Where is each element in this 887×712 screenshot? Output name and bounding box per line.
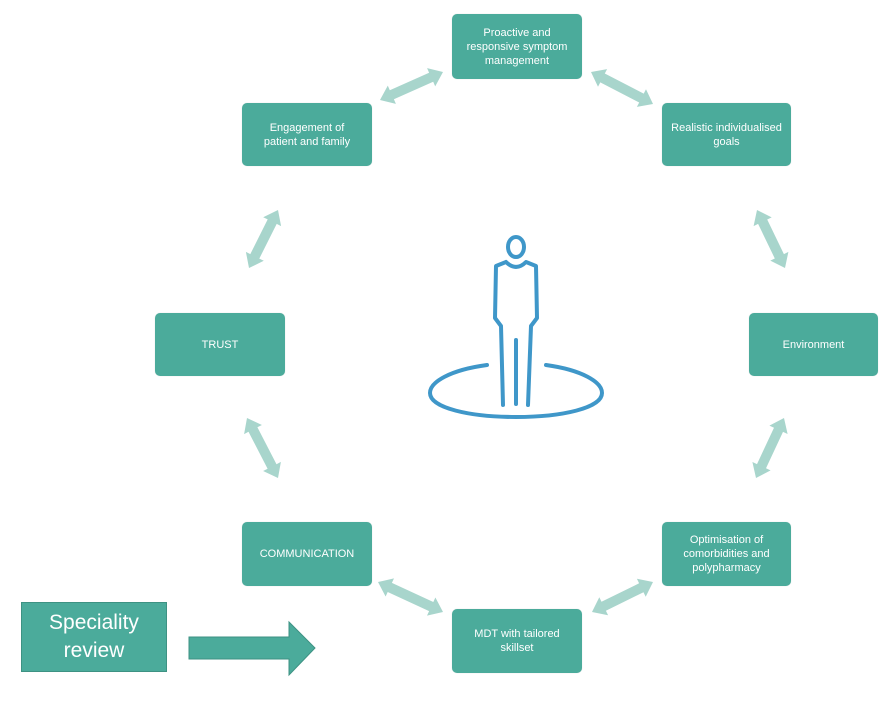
double-arrow-top-right-to-right xyxy=(753,210,789,268)
node-patient-engagement: Engagement of patient and family xyxy=(242,103,372,166)
node-label: MDT with tailored skillset xyxy=(474,628,560,654)
node-trust: TRUST xyxy=(155,313,285,376)
node-label: Proactive and responsive symptom managem… xyxy=(466,26,568,67)
node-label: COMMUNICATION xyxy=(259,548,355,560)
node-label: Environment xyxy=(782,338,845,351)
person-in-circle-icon xyxy=(428,235,604,419)
node-label: Realistic individualised goals xyxy=(671,121,782,148)
double-arrow-bottom-right-to-bottom xyxy=(592,578,653,616)
node-environment: Environment xyxy=(749,313,878,376)
double-arrow-left-to-top-left xyxy=(245,210,282,268)
node-communication: COMMUNICATION xyxy=(242,522,372,586)
double-arrow-right-to-bottom-right xyxy=(752,418,788,478)
double-arrow-bottom-to-bottom-left xyxy=(378,578,443,616)
speciality-review-label: Speciality review xyxy=(49,611,139,662)
node-label: Engagement of patient and family xyxy=(263,121,351,148)
double-arrow-top-left-to-top xyxy=(380,68,443,104)
node-mdt: MDT with tailored skillset xyxy=(452,609,582,673)
body-outline xyxy=(493,260,539,407)
speciality-review-box: Speciality review xyxy=(21,602,167,672)
ground-ellipse-left-arc xyxy=(428,363,604,419)
node-label: TRUST xyxy=(201,338,239,351)
head xyxy=(506,235,526,259)
node-symptom-management: Proactive and responsive symptom managem… xyxy=(452,14,582,79)
double-arrow-bottom-left-to-left xyxy=(244,418,281,478)
node-individualised-goals: Realistic individualised goals xyxy=(662,103,791,166)
double-arrow-top-to-top-right xyxy=(591,69,653,107)
node-comorbidities: Optimisation of comorbidities and polyph… xyxy=(662,522,791,586)
speciality-arrow xyxy=(188,620,316,677)
node-label: Optimisation of comorbidities and polyph… xyxy=(683,534,770,574)
